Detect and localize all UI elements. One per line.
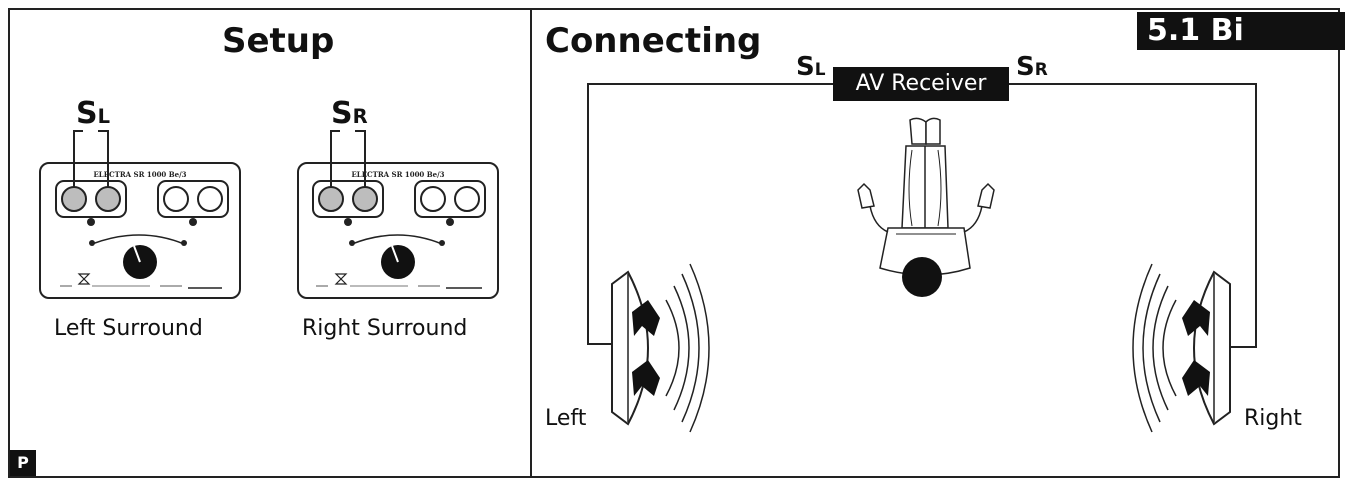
right-terminal-1a — [318, 186, 344, 212]
section-divider — [530, 8, 532, 478]
right-speaker — [1132, 263, 1231, 433]
right-surround-caption: Right Surround — [302, 316, 468, 341]
left-surround-panel: ELECTRA SR 1000 Be/3 — [39, 130, 241, 299]
right-panel-model: ELECTRA SR 1000 Be/3 — [351, 170, 444, 179]
left-panel-model: ELECTRA SR 1000 Be/3 — [93, 170, 186, 179]
av-receiver-box: AV Receiver — [833, 67, 1009, 101]
listener-figure — [857, 117, 995, 297]
left-terminal-1a — [61, 186, 87, 212]
left-speaker — [611, 263, 710, 433]
right-surround-panel: ELECTRA SR 1000 Be/3 — [297, 130, 499, 299]
connecting-left-signal-label: SL — [796, 52, 826, 82]
connecting-right-signal-label: SR — [1016, 52, 1048, 82]
connection-wires — [587, 83, 1257, 348]
mode-badge: 5.1 Bi mode — [1137, 12, 1345, 86]
setup-title: Setup — [222, 21, 335, 61]
connecting-title: Connecting — [545, 21, 762, 61]
setup-left-signal-label: SL — [76, 96, 111, 131]
left-terminal-1b — [95, 186, 121, 212]
page-frame — [8, 8, 1340, 478]
listener-head — [902, 257, 942, 297]
right-speaker-label: Right — [1244, 406, 1302, 431]
page-marker: P — [10, 450, 36, 476]
left-surround-caption: Left Surround — [54, 316, 203, 341]
setup-right-signal-label: SR — [331, 96, 368, 131]
right-terminal-1b — [352, 186, 378, 212]
left-speaker-label: Left — [545, 406, 587, 431]
